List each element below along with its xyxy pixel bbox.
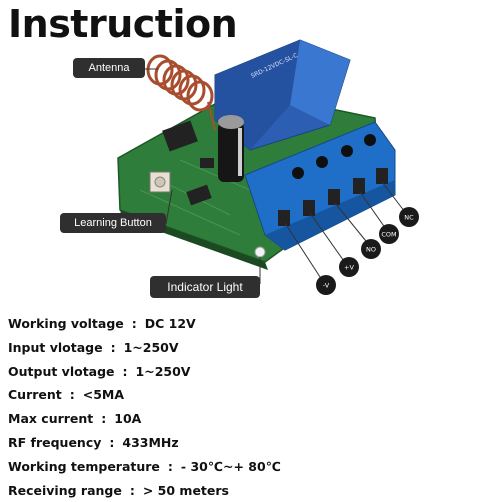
- antenna-coil: [146, 54, 214, 112]
- spec-label: Working voltage: [8, 316, 124, 331]
- spec-label: RF frequency: [8, 434, 102, 450]
- terminal-label-nc: NC: [404, 214, 414, 222]
- callout-antenna: Antenna: [73, 58, 145, 78]
- learning-button-part: [149, 171, 171, 193]
- spec-list: Working voltage:DC 12V Input vlotage:1~2…: [8, 312, 498, 502]
- spec-label: Current: [8, 387, 62, 403]
- spec-label: Working temperature: [8, 458, 160, 474]
- spec-value: 1~250V: [135, 363, 191, 379]
- spec-value: 10A: [114, 411, 142, 427]
- spec-value: - 30℃~+ 80℃: [180, 458, 281, 474]
- spec-label: Receiving range: [8, 482, 122, 498]
- spec-value: <5MA: [82, 387, 125, 403]
- terminal-label-com: COM: [381, 231, 396, 239]
- capacitor: [218, 115, 244, 182]
- page-title: Instruction: [8, 2, 238, 46]
- terminal-label-neg-v: -V: [323, 282, 330, 290]
- callout-learning-button: Learning Button: [60, 213, 166, 233]
- terminal-block: [244, 121, 396, 251]
- spec-row-working-temperature: Working temperature:- 30℃~+ 80℃: [8, 458, 281, 474]
- relay-module-diagram: SRD-12VDC-SL-C: [117, 39, 419, 295]
- spec-value: 1~250V: [123, 339, 179, 355]
- spec-row-receiving-range: Receiving range:> 50 meters: [8, 482, 229, 498]
- spec-row-working-voltage: Working voltage:DC 12V: [8, 316, 196, 331]
- terminal-label-pos-v: +V: [344, 264, 354, 272]
- spec-label: Max current: [8, 411, 94, 427]
- spec-row-input-voltage: Input vlotage:1~250V: [8, 339, 179, 355]
- spec-row-current: Current:<5MA: [8, 387, 125, 403]
- callout-indicator-light: Indicator Light: [150, 276, 260, 298]
- spec-label: Output vlotage: [8, 363, 115, 379]
- spec-value: DC 12V: [144, 316, 196, 331]
- spec-row-max-current: Max current:10A: [8, 411, 142, 427]
- terminal-labels: [316, 207, 419, 295]
- spec-label: Input vlotage: [8, 339, 103, 355]
- indicator-led: [254, 246, 266, 258]
- spec-row-output-voltage: Output vlotage:1~250V: [8, 363, 191, 379]
- spec-row-rf-frequency: RF frequency:433MHz: [8, 434, 179, 450]
- terminal-label-no: NO: [366, 246, 376, 254]
- spec-value: 433MHz: [122, 434, 179, 450]
- spec-value: > 50 meters: [142, 482, 229, 498]
